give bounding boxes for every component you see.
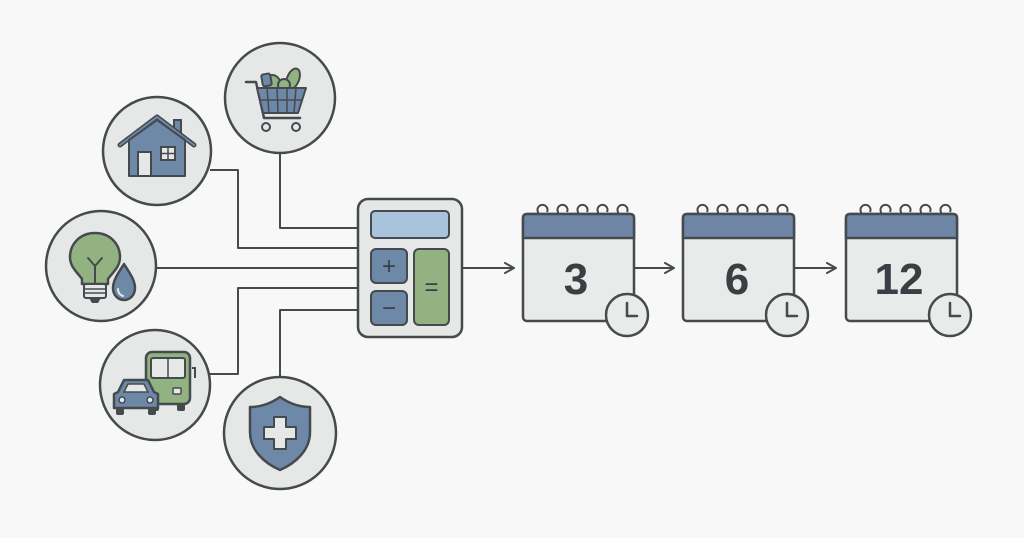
shield-medical-cross-icon bbox=[248, 395, 312, 472]
shopping-cart-icon bbox=[244, 67, 307, 132]
connector-transportation bbox=[210, 287, 358, 375]
connector-lines bbox=[156, 144, 358, 380]
clock-icon bbox=[604, 292, 650, 338]
calculator: + − = bbox=[356, 197, 464, 339]
category-insurance bbox=[222, 375, 338, 491]
category-transportation bbox=[98, 328, 212, 442]
calculator-equals-key bbox=[413, 248, 450, 326]
calendar-12-value: 12 bbox=[875, 255, 924, 304]
calculator-equals-symbol: = bbox=[424, 274, 438, 301]
car-bus-icon bbox=[112, 350, 196, 415]
category-utilities bbox=[44, 209, 158, 323]
calendar-12: 12 bbox=[844, 203, 973, 338]
calendar-3: 3 bbox=[521, 203, 650, 338]
calendar-6-value: 6 bbox=[725, 255, 749, 304]
connector-groceries bbox=[279, 144, 358, 229]
connector-insurance bbox=[279, 309, 358, 380]
clock-icon bbox=[764, 292, 810, 338]
calculator-display bbox=[370, 210, 450, 239]
calendar-6: 6 bbox=[681, 203, 810, 338]
clock-icon bbox=[927, 292, 973, 338]
calculator-plus-symbol: + bbox=[382, 253, 396, 280]
connector-housing bbox=[210, 169, 358, 249]
category-housing bbox=[101, 95, 213, 207]
house-icon bbox=[117, 114, 197, 177]
calculator-plus-key bbox=[370, 248, 408, 284]
calculator-minus-key bbox=[370, 290, 408, 326]
lightbulb-water-drop-icon bbox=[68, 231, 137, 303]
calendar-3-value: 3 bbox=[564, 255, 588, 304]
calculator-minus-symbol: − bbox=[382, 295, 396, 322]
category-groceries bbox=[223, 41, 337, 155]
